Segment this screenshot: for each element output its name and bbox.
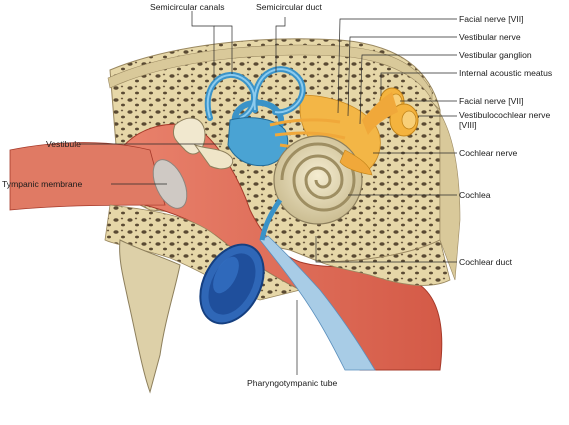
label-facial-nerve-top: Facial nerve [VII] xyxy=(459,14,524,24)
tympanic-membrane-shape xyxy=(152,159,188,209)
label-cochlear-nerve: Cochlear nerve xyxy=(459,148,518,158)
label-internal-acoustic-meatus: Internal acoustic meatus xyxy=(459,68,553,78)
label-pharyngotympanic-tube: Pharyngotympanic tube xyxy=(247,378,338,388)
label-vestibular-ganglion: Vestibular ganglion xyxy=(459,50,532,60)
bone-surface-top xyxy=(107,44,433,101)
label-vestibule: Vestibule xyxy=(46,139,81,149)
leader-lines xyxy=(80,11,457,375)
cochlear-nerve-fibers xyxy=(339,149,373,176)
label-semicircular-canals: Semicircular canals xyxy=(150,2,225,12)
label-semicircular-duct: Semicircular duct xyxy=(256,2,322,12)
nerve-cut-ends xyxy=(362,87,419,137)
carotid-tube xyxy=(199,243,265,325)
bone-bottom-right xyxy=(319,239,451,286)
label-tympanic-membrane: Tympanic membrane xyxy=(2,179,83,189)
semicircular-ducts-inner xyxy=(206,68,304,119)
label-vestibulocochlear-nerve: Vestibulocochlear nerve [VIII] xyxy=(459,110,551,130)
external-canal xyxy=(9,142,166,211)
label-cochlea: Cochlea xyxy=(459,190,491,200)
bone-right-edge xyxy=(429,99,461,281)
label-vestibular-nerve: Vestibular nerve xyxy=(459,32,521,42)
ossicles xyxy=(172,117,234,170)
styloid-process xyxy=(119,239,181,394)
label-cochlear-duct: Cochlear duct xyxy=(459,257,513,267)
label-facial-nerve-right: Facial nerve [VII] xyxy=(459,96,524,106)
pharyngotympanic-tube-shape xyxy=(259,235,376,371)
